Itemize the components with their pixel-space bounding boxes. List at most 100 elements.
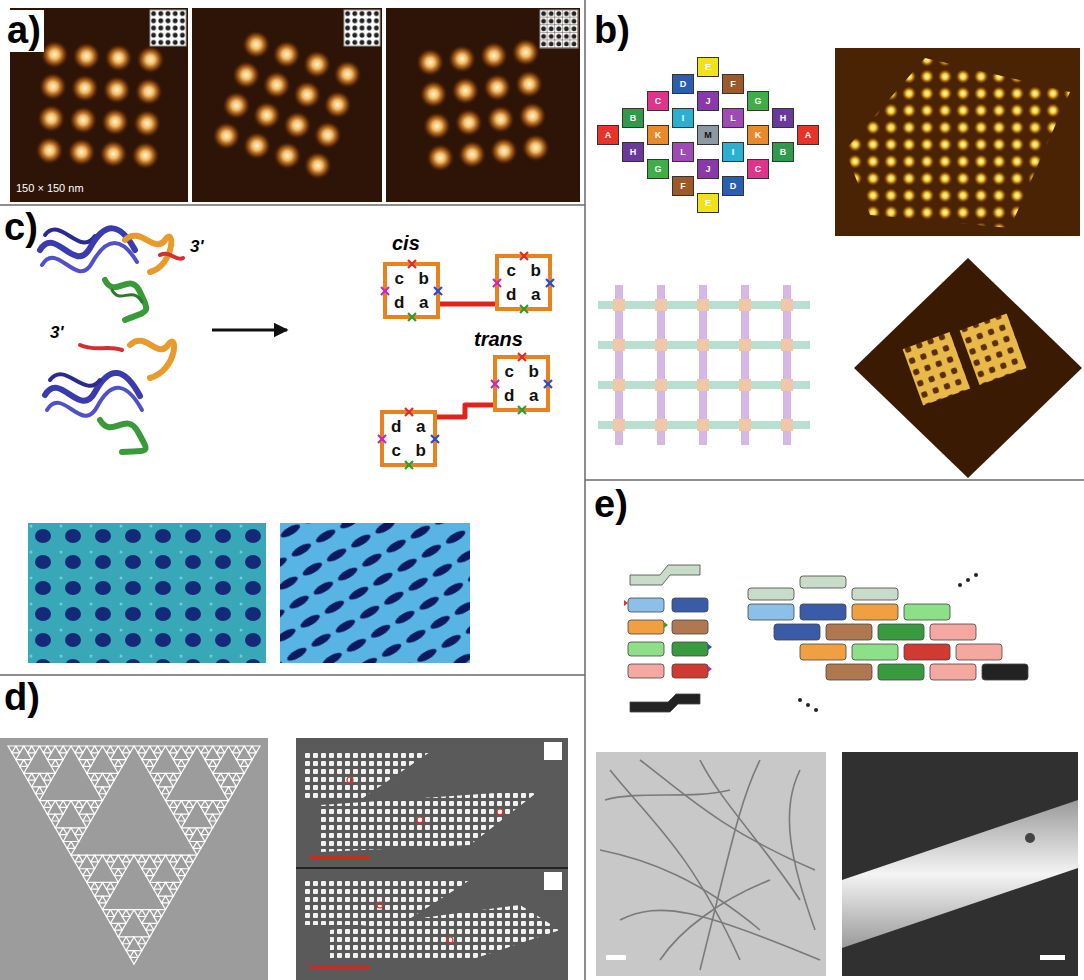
continuation-dot xyxy=(806,703,810,707)
strand-tail xyxy=(80,345,122,350)
panel-letter: d) xyxy=(4,677,40,719)
dx-tile xyxy=(800,604,846,620)
seed-tile xyxy=(748,588,794,600)
afm-lattice xyxy=(206,24,367,185)
strand-letter: a xyxy=(531,286,540,303)
strand-letter: d xyxy=(506,286,516,303)
tile-letter: A xyxy=(805,131,812,140)
junction-cross xyxy=(405,461,413,469)
filament xyxy=(700,760,760,970)
scale-bar xyxy=(310,966,370,969)
afm-lattice xyxy=(903,312,1027,406)
tile-letter: F xyxy=(680,182,686,191)
afm-lattice xyxy=(960,313,1027,385)
dx-tile xyxy=(672,642,708,656)
filament xyxy=(660,880,770,960)
dx-tile xyxy=(628,664,664,678)
tile-letter: E xyxy=(705,199,711,208)
dx-tile xyxy=(628,598,664,612)
continuation-dot xyxy=(966,578,970,582)
afm-image xyxy=(835,48,1080,236)
junction-cross xyxy=(520,305,528,313)
tile-letter: E xyxy=(705,63,711,72)
rna-structure xyxy=(40,228,183,320)
strand-letter: d xyxy=(394,294,404,311)
junction-mark xyxy=(519,251,529,261)
filament-set xyxy=(600,760,820,970)
junction-cross xyxy=(493,279,501,287)
afm-image xyxy=(280,523,470,663)
tile-node: L xyxy=(672,142,694,162)
tile-node: I xyxy=(722,142,744,162)
error-mark xyxy=(347,777,353,783)
ribbon-crystal xyxy=(842,800,1078,948)
dx-tile xyxy=(956,644,1002,660)
tile-node: G xyxy=(647,159,669,179)
tile-node: A xyxy=(797,125,819,145)
junction-cross xyxy=(491,380,499,388)
junction-mark xyxy=(377,434,387,444)
seed-tile xyxy=(630,565,700,585)
afm-ground xyxy=(296,738,568,980)
error-mark xyxy=(417,817,423,823)
continuation-dot xyxy=(814,708,818,712)
strand-letter: a xyxy=(416,418,425,435)
junction-mark xyxy=(543,379,553,389)
tile-node: E xyxy=(697,57,719,77)
continuation-dot xyxy=(798,698,802,702)
strand-letter: a xyxy=(529,387,538,404)
motif-square: cbda xyxy=(495,254,552,311)
tile-letter: H xyxy=(780,114,787,123)
afm-ground xyxy=(842,752,1078,976)
helix-ribbon xyxy=(105,280,146,320)
tile-node: H xyxy=(622,142,644,162)
dx-tile xyxy=(672,598,708,612)
tile-node: J xyxy=(697,159,719,179)
end-tile xyxy=(982,664,1028,680)
dx-tile xyxy=(800,644,846,660)
strand-letter: b xyxy=(529,363,539,380)
afm-image xyxy=(28,523,266,663)
helix-ribbon xyxy=(47,388,142,416)
junction-mark xyxy=(490,379,500,389)
junction-cross xyxy=(431,435,439,443)
tile-node: K xyxy=(647,125,669,145)
junction-cross xyxy=(381,287,389,295)
junction-cross xyxy=(544,380,552,388)
continuation-dot xyxy=(974,573,978,577)
junction-mark xyxy=(380,286,390,296)
junction-cross xyxy=(518,353,526,361)
helix-ribbon xyxy=(45,373,140,401)
dx-tile xyxy=(628,620,664,634)
strand-letter: c xyxy=(395,270,404,287)
afm-image xyxy=(192,8,382,202)
panel-divider xyxy=(584,0,586,980)
helix-ribbon xyxy=(50,374,100,386)
design-inset xyxy=(540,10,578,48)
tile-letter: J xyxy=(705,97,710,106)
tile-node: J xyxy=(697,91,719,111)
afm-ground xyxy=(835,48,1080,236)
seed-tile xyxy=(800,576,846,588)
junction-cross xyxy=(434,287,442,295)
pattern-ground xyxy=(0,738,268,980)
tile-letter: J xyxy=(705,165,710,174)
junction-cross xyxy=(518,406,526,414)
defect-mark xyxy=(1025,833,1035,843)
fractal-outline xyxy=(8,746,260,964)
strand-end-label: 3' xyxy=(50,324,64,343)
corner-mark xyxy=(544,872,562,890)
dx-tile xyxy=(904,604,950,620)
strand-letter: c xyxy=(392,442,401,459)
sticky-end xyxy=(708,666,712,672)
tile-letter: K xyxy=(755,131,762,140)
tile-node: D xyxy=(722,176,744,196)
seed-tile xyxy=(852,588,898,600)
helix-ribbon xyxy=(100,420,146,452)
dx-tile xyxy=(672,620,708,634)
scale-bar xyxy=(310,856,370,859)
corner-mark xyxy=(544,742,562,760)
tile-node: L xyxy=(722,108,744,128)
dx-tile xyxy=(826,624,872,640)
